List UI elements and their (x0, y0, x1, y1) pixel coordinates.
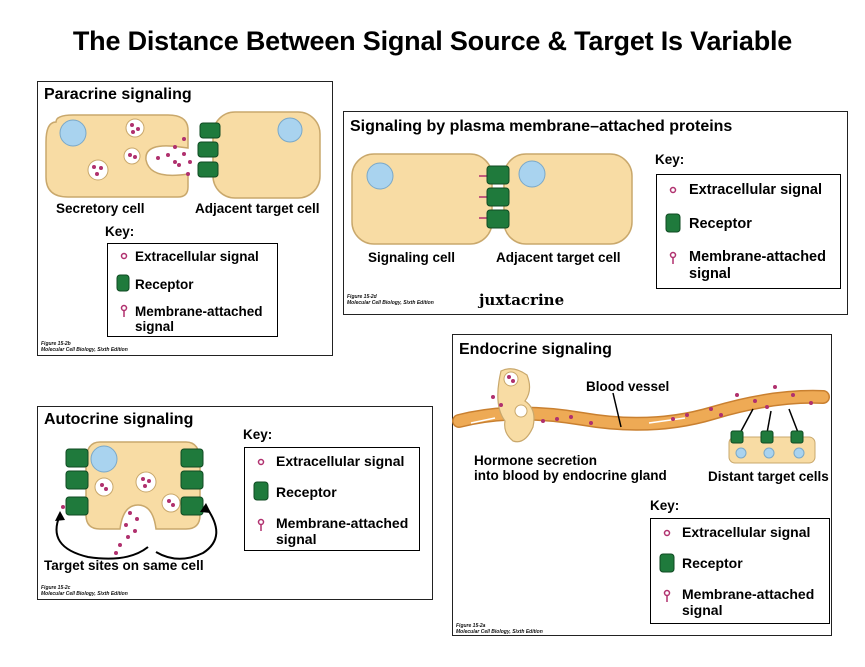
signaling-cell-label: Signaling cell (368, 250, 456, 265)
hormone-label-2: into blood by endocrine gland (474, 468, 667, 483)
figure-number: Figure 15-2b (41, 341, 71, 347)
key-extracellular: Extracellular signal (682, 524, 811, 540)
signal-icon (120, 252, 128, 260)
endocrine-diagram (452, 368, 830, 464)
figure-number: Figure 15-2c (41, 585, 71, 591)
key-box: Extracellular signal Receptor Membrane-a… (244, 447, 420, 551)
secretory-cell-label: Secretory cell (56, 201, 145, 216)
adjacent-target-cell (212, 111, 321, 199)
receptor-icon (116, 274, 130, 292)
endocrine-title: Endocrine signaling (459, 341, 612, 358)
key-extracellular: Extracellular signal (135, 249, 259, 264)
endocrine-gland (497, 368, 535, 443)
signal-icon (257, 458, 265, 466)
figure-source: Molecular Cell Biology, Sixth Edition (347, 300, 434, 306)
figure-caption: Figure 15-2d Molecular Cell Biology, Six… (347, 294, 434, 306)
key-receptor: Receptor (689, 216, 752, 232)
blood-vessel-label: Blood vessel (586, 379, 670, 394)
figure-source: Molecular Cell Biology, Sixth Edition (41, 347, 128, 353)
key-heading: Key: (650, 498, 680, 513)
juxta-target-label: Adjacent target cell (496, 250, 621, 265)
key-box: Extracellular signal Receptor Membrane-a… (656, 174, 841, 289)
figure-source: Molecular Cell Biology, Sixth Edition (456, 629, 543, 635)
autocrine-title: Autocrine signaling (44, 411, 194, 428)
autocrine-panel: Autocrine signaling Target sites on same… (37, 406, 433, 600)
autocrine-diagram (55, 441, 218, 560)
juxtacrine-title: Signaling by plasma membrane–attached pr… (350, 118, 733, 135)
membrane-signal-icon (120, 304, 128, 317)
juxta-target-nucleus (518, 160, 546, 188)
receptors (197, 122, 221, 178)
paracrine-diagram (45, 111, 321, 199)
vesicle (123, 147, 141, 165)
membrane-signal-icon (669, 251, 677, 264)
receptor-icon (253, 481, 269, 501)
key-membrane-1: Membrane-attached (682, 586, 815, 602)
juxtacrine-annotation: juxtacrine (479, 291, 565, 309)
key-heading: Key: (655, 152, 685, 167)
page-title: The Distance Between Signal Source & Tar… (72, 26, 793, 56)
vesicle (87, 159, 109, 181)
key-membrane-1: Membrane-attached (276, 515, 409, 531)
key-membrane-2: signal (135, 319, 175, 334)
receptor-icon (659, 553, 675, 573)
receptors (730, 430, 804, 444)
figure-source: Molecular Cell Biology, Sixth Edition (41, 591, 128, 597)
figure-caption: Figure 15-2b Molecular Cell Biology, Six… (41, 341, 128, 353)
receptors (65, 448, 204, 516)
figure-number: Figure 15-2d (347, 294, 377, 300)
key-membrane-2: signal (689, 266, 731, 282)
key-membrane-1: Membrane-attached (135, 304, 263, 319)
signaling-nucleus (366, 162, 394, 190)
target-nucleus (277, 117, 303, 143)
signal-icon (669, 186, 677, 194)
adjacent-target-label: Adjacent target cell (195, 201, 320, 216)
key-membrane-1: Membrane-attached (689, 249, 826, 265)
key-heading: Key: (243, 427, 273, 442)
key-heading: Key: (105, 224, 135, 239)
figure-caption: Figure 15-2c Molecular Cell Biology, Six… (41, 585, 128, 597)
vesicle (125, 118, 145, 138)
key-box: Extracellular signal Receptor Membrane-a… (650, 518, 830, 624)
key-extracellular: Extracellular signal (276, 453, 405, 469)
distant-targets-label: Distant target cells (708, 469, 829, 484)
hormone-label-1: Hormone secretion (474, 453, 598, 468)
receptors (486, 165, 510, 229)
paracrine-title: Paracrine signaling (44, 86, 192, 103)
target-sites-label: Target sites on same cell (44, 558, 204, 573)
key-receptor: Receptor (276, 484, 337, 500)
receptor-icon (665, 213, 681, 233)
autocrine-nucleus (90, 445, 118, 473)
key-extracellular: Extracellular signal (689, 182, 822, 198)
key-receptor: Receptor (135, 277, 194, 292)
figure-number: Figure 15-2a (456, 623, 486, 629)
membrane-signal-icon (257, 518, 265, 531)
key-box: Extracellular signal Receptor Membrane-a… (107, 243, 278, 337)
key-receptor: Receptor (682, 555, 743, 571)
signal-icon (663, 529, 671, 537)
juxtacrine-diagram (351, 153, 633, 245)
membrane-signal-icon (663, 589, 671, 602)
juxtacrine-panel: Signaling by plasma membrane–attached pr… (343, 111, 848, 315)
key-membrane-2: signal (276, 531, 317, 547)
secretory-nucleus (59, 119, 87, 147)
paracrine-panel: Paracrine signaling Secretory cell Adjac… (37, 81, 333, 356)
endocrine-panel: Endocrine signaling (452, 334, 832, 636)
figure-caption: Figure 15-2a Molecular Cell Biology, Six… (456, 623, 543, 635)
key-membrane-2: signal (682, 602, 723, 618)
